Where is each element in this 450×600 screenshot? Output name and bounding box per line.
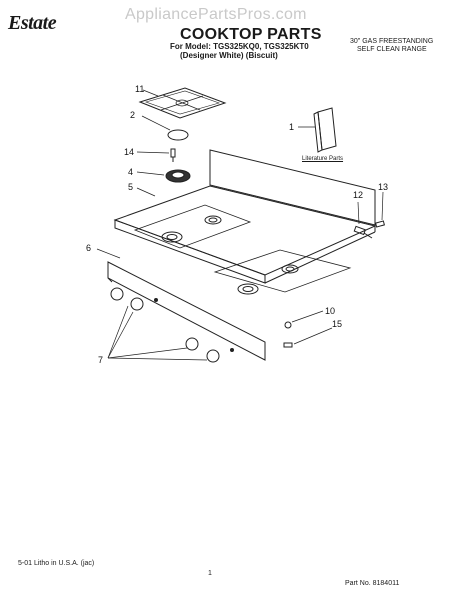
litho-note: 5-01 Litho in U.S.A. (jac)	[18, 560, 95, 567]
clip-part	[284, 321, 292, 329]
literature-parts-packet	[313, 107, 337, 153]
cooktop-panel	[113, 149, 377, 295]
variant-line: (Designer White) (Biscuit)	[180, 51, 278, 60]
spark-electrode	[170, 148, 176, 162]
burner-base	[165, 169, 191, 183]
callout-7: 7	[98, 355, 103, 365]
watermark: AppliancePartsPros.com	[125, 6, 307, 23]
callout-4: 4	[128, 167, 133, 177]
screw-15	[283, 342, 293, 348]
range-description-1: 30" GAS FREESTANDING	[350, 38, 434, 45]
part-number: Part No. 8184011	[345, 580, 400, 587]
range-description-2: SELF CLEAN RANGE	[357, 46, 427, 53]
callout-2: 2	[130, 110, 135, 120]
page-number: 1	[208, 570, 212, 577]
page-title: COOKTOP PARTS	[180, 26, 322, 43]
callout-5: 5	[128, 182, 133, 192]
callout-14: 14	[124, 147, 134, 157]
screw-part	[375, 220, 385, 228]
burner-grate	[138, 87, 227, 119]
model-line: For Model: TGS325KQ0, TGS325KT0	[170, 42, 309, 51]
literature-parts-label: Literature Parts	[302, 156, 344, 162]
callout-13: 13	[378, 182, 388, 192]
burner-cap	[167, 129, 189, 141]
brand-logo: Estate	[8, 12, 57, 34]
callout-10: 10	[325, 306, 335, 316]
callout-6: 6	[86, 243, 91, 253]
manifold-panel	[107, 261, 266, 361]
callout-15: 15	[332, 319, 342, 329]
igniter-part	[353, 225, 373, 239]
callout-12: 12	[353, 190, 363, 200]
callout-1: 1	[289, 122, 294, 132]
control-knobs	[110, 287, 234, 363]
callout-11: 11	[135, 84, 144, 94]
